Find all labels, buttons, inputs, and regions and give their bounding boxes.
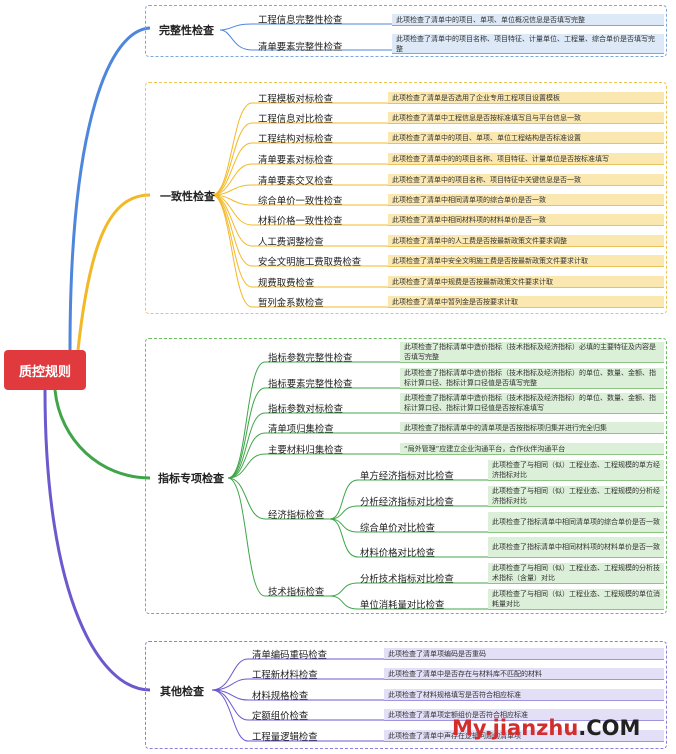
desc-list-item-collect: 此项检查了指标清单中的清单项是否按指标项归集并进行完全归集	[400, 422, 664, 434]
item-analysis-technical-compare[interactable]: 分析技术指标对比检查	[360, 574, 454, 585]
desc-analysis-technical-compare: 此项检查了与相同（似）工程业态、工程规模的分析技术指标（含量）对比	[488, 563, 664, 584]
desc-quota-pricing: 此项检查了清单项定额组价是否符合相应标准	[384, 709, 664, 721]
desc-structure-check: 此项检查了清单中的项目、单项、单位工程结构是否标准设置	[388, 132, 664, 144]
item-unit-consumption-compare[interactable]: 单位消耗量对比检查	[360, 600, 445, 611]
group-other	[145, 641, 667, 749]
item-indicator-param-standard[interactable]: 指标参数对标检查	[268, 404, 344, 415]
desc-list-element-completeness: 此项检查了清单中的项目名称、项目特征、计量单位、工程量、综合单价是否填写完整	[392, 34, 664, 54]
group-other-title[interactable]: 其他检查	[160, 685, 204, 698]
desc-quantity-logic: 此项检查了清单中声存在逻辑问题的清单项	[384, 730, 664, 742]
desc-list-element-cross: 此项检查了清单中的项目名称、项目特征中关键信息是否一致	[388, 174, 664, 186]
desc-material-price-consistency: 此项检查了清单中相同材料项的材料单价是否一致	[388, 214, 664, 226]
desc-code-duplicate: 此项检查了清单项编码是否重码	[384, 648, 664, 660]
desc-labor-cost-adjust: 此项检查了清单中的人工费是否按最新政策文件要求调整	[388, 235, 664, 247]
item-list-element-completeness[interactable]: 清单要素完整性检查	[258, 42, 343, 53]
desc-indicator-element-completeness: 此项检查了指标清单中造价指标（技术指标及经济指标）的单位、数量、金额、指标计算口…	[400, 368, 664, 389]
group-completeness-title[interactable]: 完整性检查	[159, 24, 214, 37]
item-main-material-collect[interactable]: 主要材料归集检查	[268, 445, 344, 456]
desc-analysis-economic-compare: 此项检查了与相同（似）工程业态、工程规模的分析经济指标对比	[488, 486, 664, 507]
desc-material-spec: 此项检查了材料规格填写是否符合相应标准	[384, 689, 664, 701]
group-consistency	[145, 82, 667, 314]
item-code-duplicate[interactable]: 清单编码重码检查	[252, 650, 328, 661]
item-project-info-completeness[interactable]: 工程信息完整性检查	[258, 15, 343, 26]
desc-unit-price-consistency: 此项检查了清单中相同清单项的综合单价是否一致	[388, 194, 664, 206]
item-material-price-compare[interactable]: 材料价格对比检查	[360, 548, 436, 559]
item-material-spec[interactable]: 材料规格检查	[252, 691, 309, 702]
item-quantity-logic[interactable]: 工程量逻辑检查	[252, 732, 318, 743]
item-provisional-sum[interactable]: 暂列金系数检查	[258, 298, 324, 309]
item-indicator-element-completeness[interactable]: 指标要素完整性检查	[268, 379, 353, 390]
item-new-material[interactable]: 工程新材料检查	[252, 670, 318, 681]
desc-main-material-collect: “局外管理”应建立企业沟通平台，合作伙伴沟通平台	[400, 443, 664, 455]
item-quota-pricing[interactable]: 定额组价检查	[252, 711, 309, 722]
desc-project-info-completeness: 此项检查了清单中的项目、单项、单位概况信息是否填写完整	[392, 14, 664, 26]
item-structure-check[interactable]: 工程结构对标检查	[258, 134, 334, 145]
desc-list-element-standard: 此项检查了清单中的的项目名称、项目特征、计量单位是否按标准填写	[388, 153, 664, 165]
node-economic-indicator[interactable]: 经济指标检查	[268, 510, 325, 521]
item-list-item-collect[interactable]: 清单项归集检查	[268, 424, 334, 435]
item-analysis-economic-compare[interactable]: 分析经济指标对比检查	[360, 497, 454, 508]
item-template-check[interactable]: 工程模板对标检查	[258, 94, 334, 105]
watermark-main: My.jianzhu	[452, 716, 579, 740]
item-list-element-cross[interactable]: 清单要素交叉检查	[258, 176, 334, 187]
group-consistency-title[interactable]: 一致性检查	[160, 190, 215, 203]
desc-project-info-compare: 此项检查了清单中工程信息是否按标准填写且与平台信息一致	[388, 112, 664, 124]
desc-indicator-param-completeness: 此项检查了指标清单中造价指标（技术指标及经济指标）必填的主要特征及内容是否填写完…	[400, 342, 664, 363]
group-indicator	[145, 338, 667, 614]
watermark: My.jianzhu.COM	[452, 716, 640, 740]
desc-statutory-fee: 此项检查了清单中规费是否按最新政策文件要求计取	[388, 276, 664, 288]
watermark-suffix: .COM	[578, 716, 641, 740]
item-list-element-standard[interactable]: 清单要素对标检查	[258, 155, 334, 166]
item-material-price-consistency[interactable]: 材料价格一致性检查	[258, 216, 343, 227]
desc-safety-fee: 此项检查了清单中安全文明施工费是否按最新政策文件要求计取	[388, 255, 664, 267]
desc-unit-consumption-compare: 此项检查了与相同（似）工程业态、工程规模的单位消耗量对比	[488, 589, 664, 610]
item-unit-price-consistency[interactable]: 综合单价一致性检查	[258, 196, 343, 207]
desc-material-price-compare: 此项检查了指标清单中相同材料项的材料单价是否一致	[488, 537, 664, 558]
desc-provisional-sum: 此项检查了清单中暂列金是否按要求计取	[388, 296, 664, 308]
desc-unit-price-compare: 此项检查了指标清单中相同清单项的综合单价是否一致	[488, 512, 664, 533]
node-technical-indicator[interactable]: 技术指标检查	[268, 587, 325, 598]
item-unit-price-compare[interactable]: 综合单价对比检查	[360, 523, 436, 534]
item-statutory-fee[interactable]: 规费取费检查	[258, 278, 315, 289]
item-safety-fee[interactable]: 安全文明施工费取费检查	[258, 257, 362, 268]
item-unit-economic-compare[interactable]: 单方经济指标对比检查	[360, 471, 454, 482]
root-node[interactable]: 质控规则	[4, 350, 86, 390]
desc-template-check: 此项检查了清单是否选用了企业专用工程项目设置模板	[388, 92, 664, 104]
desc-indicator-param-standard: 此项检查了指标清单中造价指标（技术指标及经济指标）的单位、数量、金额、指标计算口…	[400, 393, 664, 414]
group-completeness	[145, 5, 667, 57]
desc-unit-economic-compare: 此项检查了与相同（似）工程业态、工程规模的单方经济指标对比	[488, 460, 664, 481]
item-indicator-param-completeness[interactable]: 指标参数完整性检查	[268, 353, 353, 364]
item-labor-cost-adjust[interactable]: 人工费调整检查	[258, 237, 324, 248]
group-indicator-title[interactable]: 指标专项检查	[158, 472, 224, 485]
item-project-info-compare[interactable]: 工程信息对比检查	[258, 114, 334, 125]
desc-new-material: 此项检查了清单中是否存在与材料库不匹配的材料	[384, 668, 664, 680]
